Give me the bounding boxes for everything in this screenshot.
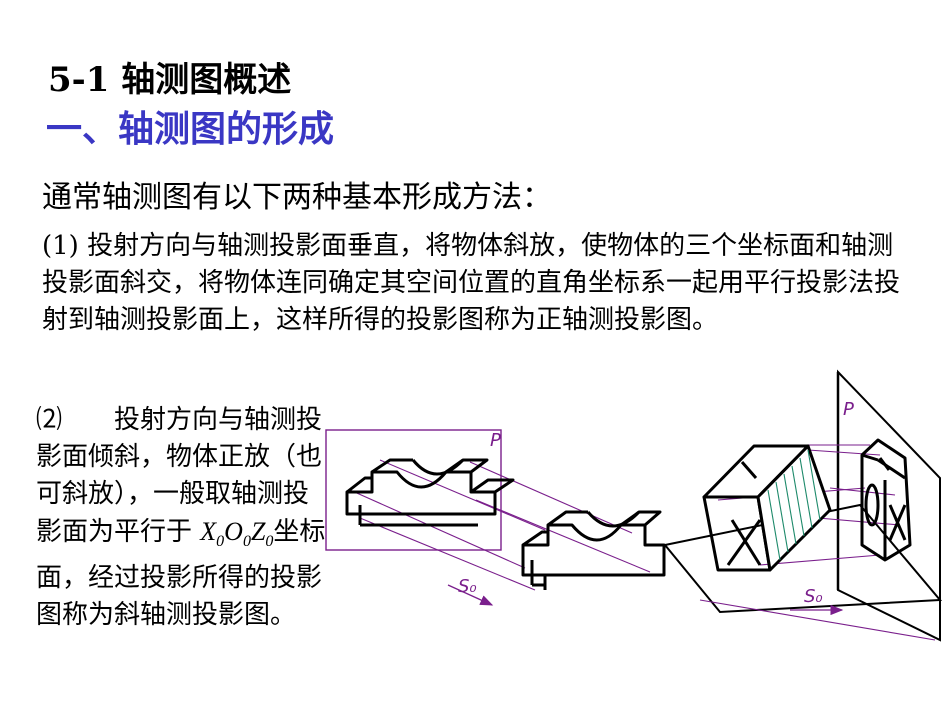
plane-p-label-left: P	[490, 430, 501, 451]
direction-label-right: S₀	[804, 586, 823, 607]
cube-object	[702, 444, 832, 572]
method-2-paragraph: ⑵ 投射方向与轴测投影面倾斜，物体正放（也可斜放），一般取轴测投影面为平行于 X…	[36, 402, 328, 634]
method-1-paragraph: (1) 投射方向与轴测投影面垂直，将物体斜放，使物体的三个坐标面和轴测投影面斜交…	[42, 231, 901, 335]
method-2-prefix: ⑵ 投射方向与轴测投影面倾斜，物体正放（也可斜放），一般取轴测投影面为平行于	[36, 405, 323, 547]
direction-label-left: S₀	[458, 576, 477, 597]
projection-plane-p-left	[325, 429, 502, 551]
page-title: 5-1 轴测图概述	[48, 60, 292, 100]
section-heading: 一、轴测图的形成	[46, 108, 335, 150]
orthogonal-projection-figure: P	[663, 369, 943, 642]
cube-projection	[860, 438, 912, 562]
bearing-block-object	[521, 510, 666, 590]
projection-rays-left	[349, 459, 651, 591]
intro-text: 通常轴测图有以下两种基本形成方法：	[42, 180, 552, 215]
oblique-projection-figure: P S₀	[325, 429, 666, 606]
plane-p-label-right: P	[843, 399, 854, 420]
coordinate-plane-label: X0O0Z0	[200, 517, 274, 551]
bearing-block-projection	[345, 458, 515, 527]
cube-hatch	[767, 449, 821, 561]
projection-direction-arrow-left	[447, 584, 494, 606]
projection-figures: P S₀	[325, 369, 943, 642]
method-2-suffix: 坐标面，经过投影所得的投影图称为斜轴测投影图。	[36, 517, 326, 631]
